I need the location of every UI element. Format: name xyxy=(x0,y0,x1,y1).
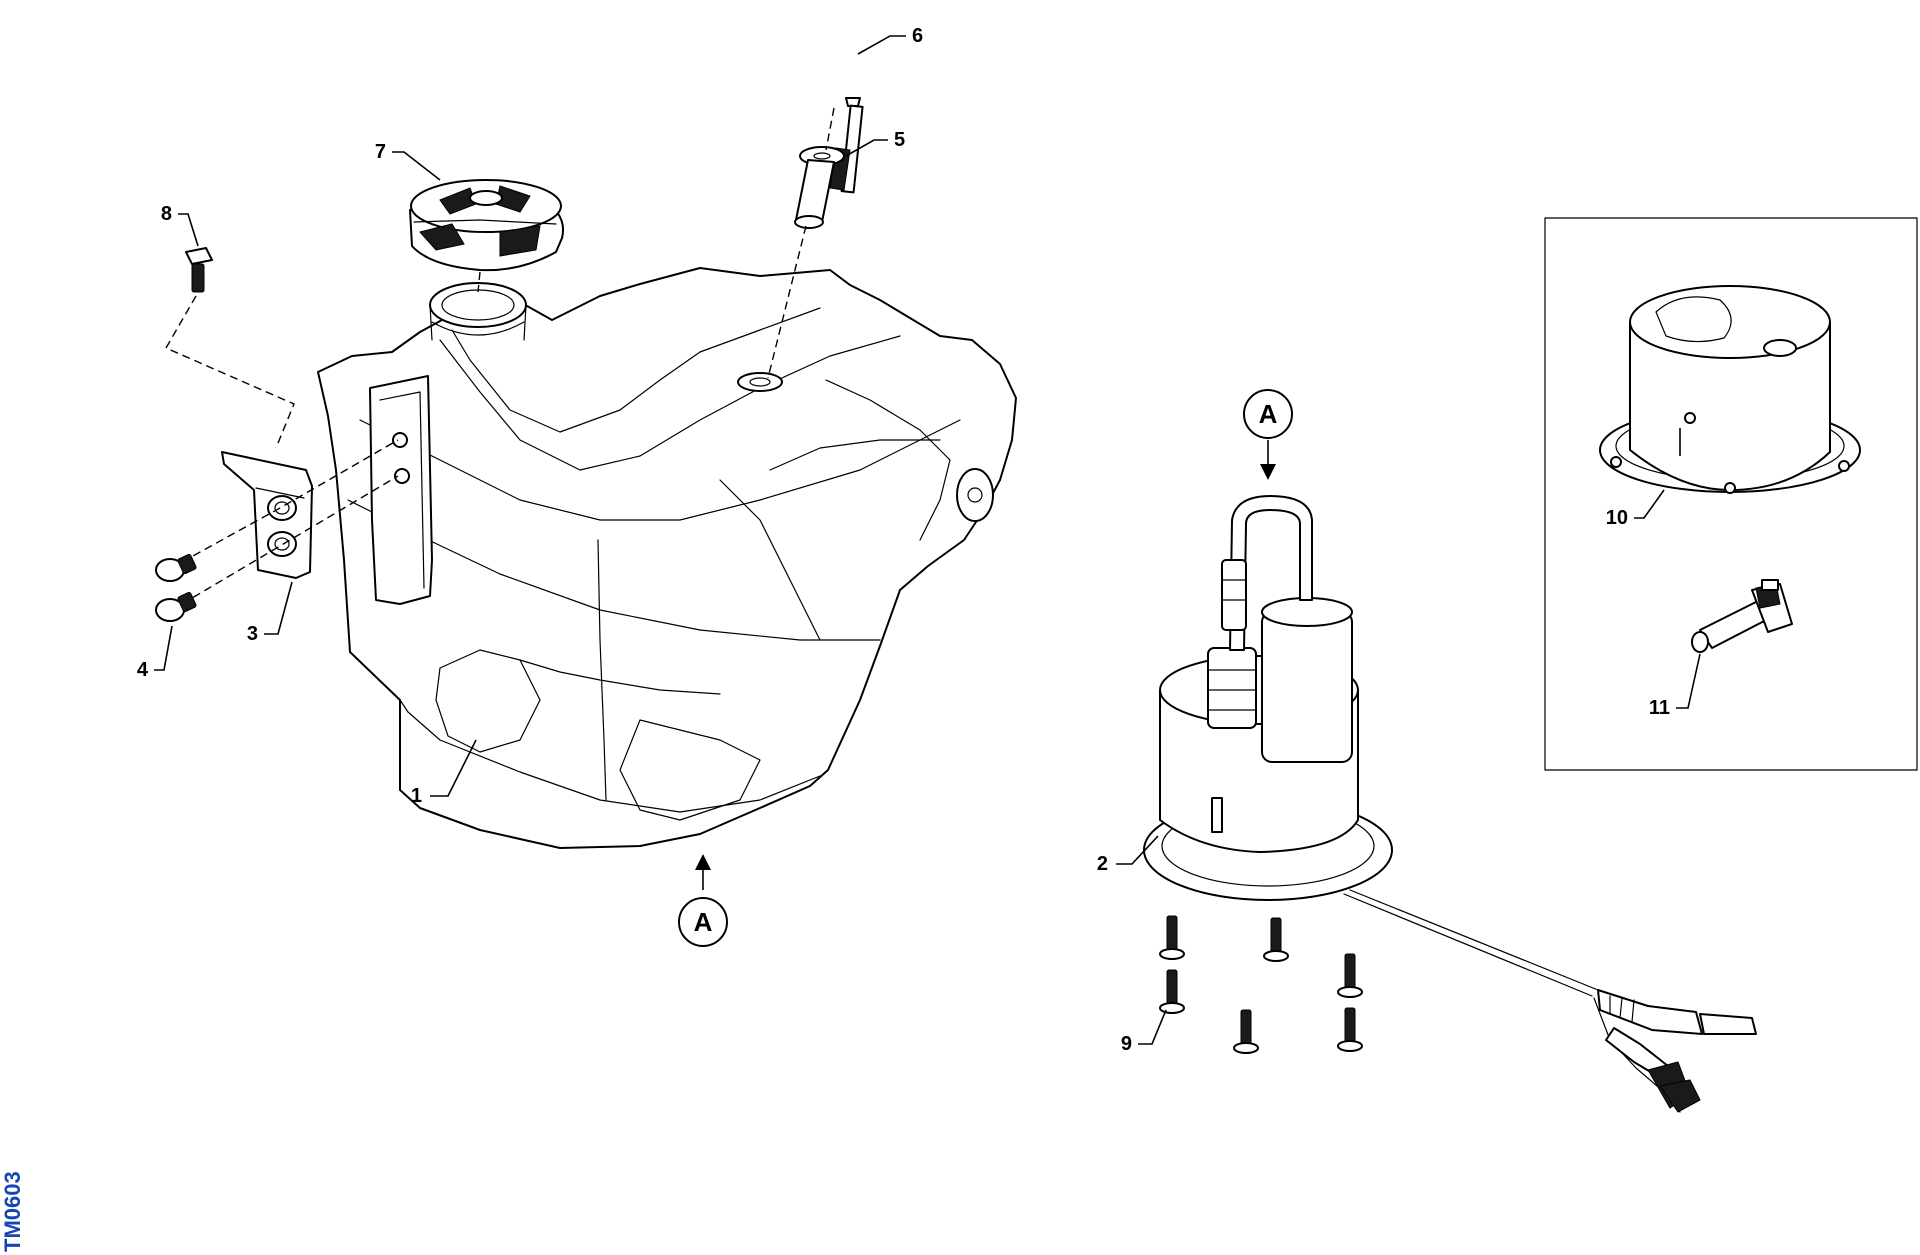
callout-9: 9 xyxy=(1121,1009,1167,1055)
callout-number: 5 xyxy=(894,129,905,151)
view-marker-tank: A xyxy=(678,854,728,947)
view-marker-letter: A xyxy=(694,907,713,937)
fuel-pump-assembly xyxy=(1143,495,1393,901)
callout-7: 7 xyxy=(375,141,441,181)
filler-cap xyxy=(409,179,564,272)
callout-5: 5 xyxy=(845,129,905,157)
pump-cover-10 xyxy=(1599,285,1861,494)
callout-number: 6 xyxy=(912,25,923,47)
screw-8-axis-line xyxy=(165,295,295,449)
view-marker-letter: A xyxy=(1259,399,1278,429)
callout-6: 6 xyxy=(857,25,923,55)
cap-axis-line xyxy=(477,271,481,293)
view-marker-pump: A xyxy=(1243,389,1293,480)
callout-number: 3 xyxy=(247,623,258,645)
callout-number: 4 xyxy=(137,659,149,681)
bolt-axis-line xyxy=(767,107,835,379)
drawing-code-label: TM0603 xyxy=(0,1171,25,1252)
callout-2: 2 xyxy=(1097,835,1159,875)
connector-11 xyxy=(1691,579,1793,653)
screws-4 xyxy=(155,553,197,622)
callout-number: 2 xyxy=(1097,853,1108,875)
callout-labels: 1 2 3 4 5 6 7 8 xyxy=(137,25,1701,1055)
callout-number: 7 xyxy=(375,141,386,163)
callout-10: 10 xyxy=(1606,489,1665,529)
block-axis-line-upper xyxy=(181,439,399,563)
callout-number: 8 xyxy=(161,203,172,225)
inset-detail-box xyxy=(1544,217,1918,771)
callout-3: 3 xyxy=(247,581,293,645)
bolt-6 xyxy=(829,97,864,194)
callout-8: 8 xyxy=(161,203,199,247)
wiring-harness xyxy=(1343,889,1757,1113)
callout-number: 9 xyxy=(1121,1033,1132,1055)
callout-number: 1 xyxy=(411,785,422,807)
screws-9 xyxy=(1159,915,1363,1054)
callout-11: 11 xyxy=(1649,653,1701,719)
callout-1: 1 xyxy=(411,739,477,807)
grommet-5 xyxy=(794,146,845,229)
fuel-tank xyxy=(317,267,1017,849)
callout-number: 10 xyxy=(1606,507,1628,529)
screw-8 xyxy=(185,247,213,293)
callout-4: 4 xyxy=(137,625,173,681)
callout-number: 11 xyxy=(1649,697,1670,719)
